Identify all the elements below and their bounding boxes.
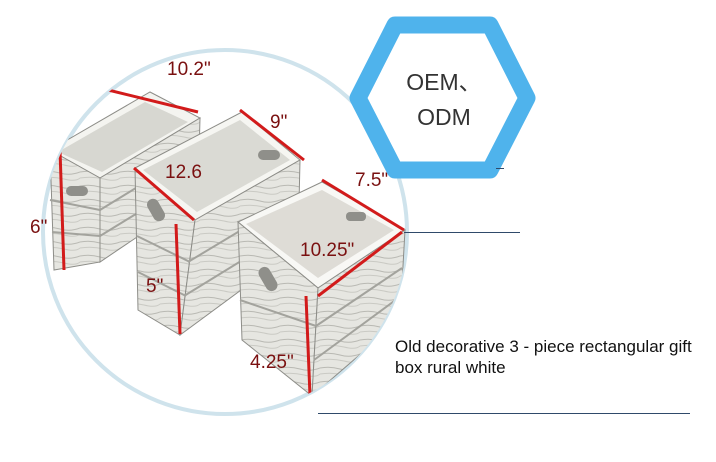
dim-label-large-length: 10.2" [167, 59, 211, 80]
dim-label-small-height: 4.25" [250, 352, 294, 373]
dim-label-small-length: 10.25" [300, 240, 354, 261]
oem-odm-badge-hexagon [349, 16, 536, 179]
badge-line-odm: ODM [417, 104, 471, 130]
dimension-lines [58, 86, 405, 397]
divider-bottom [318, 413, 690, 414]
dim-label-small-width: 7.5" [355, 170, 388, 191]
badge-line-oem: OEM、 [406, 69, 482, 95]
dim-line-medium-length [133, 166, 195, 222]
dim-line-large-length [99, 86, 199, 114]
dim-label-medium-height: 5" [146, 276, 163, 297]
dim-line-large-height [58, 149, 66, 271]
dim-line-small-height [304, 295, 312, 397]
dim-label-medium-length: 12.6 [165, 162, 202, 183]
crates-group [48, 86, 406, 398]
dim-label-medium-width: 9" [270, 112, 287, 133]
dim-line-medium-height [174, 223, 182, 335]
dim-label-large-height: 6" [30, 217, 47, 238]
dim-line-small-width [321, 178, 405, 232]
dim-line-medium-width [239, 108, 305, 162]
small-crate [237, 181, 406, 398]
divider-short [496, 168, 504, 169]
product-caption: Old decorative 3 - piece rectangular gif… [395, 337, 692, 377]
dim-line-small-length [317, 230, 403, 298]
divider-middle [404, 232, 520, 233]
